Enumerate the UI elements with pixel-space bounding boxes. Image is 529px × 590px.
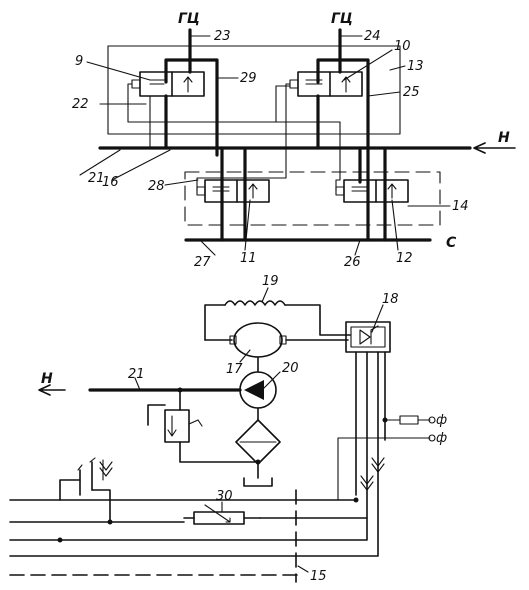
label-18: 18 [382, 292, 399, 307]
label-14: 14 [452, 199, 469, 214]
label-gc-left: ГЦ [178, 11, 200, 27]
relief-valve [147, 389, 259, 463]
valve-10 [289, 71, 363, 97]
label-30: 30 [216, 489, 233, 504]
pump-20 [239, 371, 277, 409]
label-13: 13 [407, 59, 424, 74]
bus-lines [9, 387, 379, 583]
gc-lines [164, 28, 387, 242]
label-25: 25 [403, 85, 420, 100]
label-10: 10 [394, 39, 411, 54]
label-12: 12 [396, 251, 413, 266]
label-17: 17 [226, 362, 243, 377]
resistor-30 [183, 504, 261, 525]
valve-block-upper [107, 45, 441, 226]
valve-9 [131, 71, 205, 97]
label-22: 22 [72, 97, 89, 112]
label-9: 9 [75, 54, 83, 69]
line-21-lower [38, 384, 242, 396]
switch [59, 457, 113, 523]
label-phase-1: ф [436, 413, 447, 428]
label-11: 11 [240, 251, 257, 266]
label-23: 23 [214, 29, 231, 44]
valve-12 [335, 179, 409, 203]
motor-17 [204, 322, 349, 358]
filter [235, 407, 281, 487]
label-phase-2: ф [436, 431, 447, 446]
connector-symbols [360, 457, 385, 491]
label-21-bottom: 21 [128, 367, 145, 382]
label-h-bottom: Н [41, 371, 53, 387]
phase-terminals [337, 415, 436, 501]
label-29: 29 [240, 71, 257, 86]
label-20: 20 [282, 361, 299, 376]
main-line-h [98, 142, 516, 154]
label-h-top: Н [498, 130, 510, 146]
label-27: 27 [194, 255, 211, 270]
text-labels: ГЦ ГЦ Н Н С ф ф 9 10 11 12 13 14 15 16 1… [41, 11, 510, 584]
label-21-top: 21 [88, 171, 105, 186]
label-26: 26 [344, 255, 361, 270]
label-c: С [446, 235, 457, 251]
label-16: 16 [102, 175, 119, 190]
label-gc-right: ГЦ [331, 11, 353, 27]
label-24: 24 [364, 29, 381, 44]
coil-19 [204, 300, 351, 341]
leader-lines [79, 35, 451, 573]
housing-13 [107, 45, 401, 135]
label-28: 28 [148, 179, 165, 194]
valve-11 [196, 179, 270, 203]
label-19: 19 [262, 274, 279, 289]
control-lines [127, 83, 341, 192]
rectifier-18 [345, 321, 391, 496]
housing-14 [184, 171, 441, 226]
label-15: 15 [310, 569, 327, 584]
